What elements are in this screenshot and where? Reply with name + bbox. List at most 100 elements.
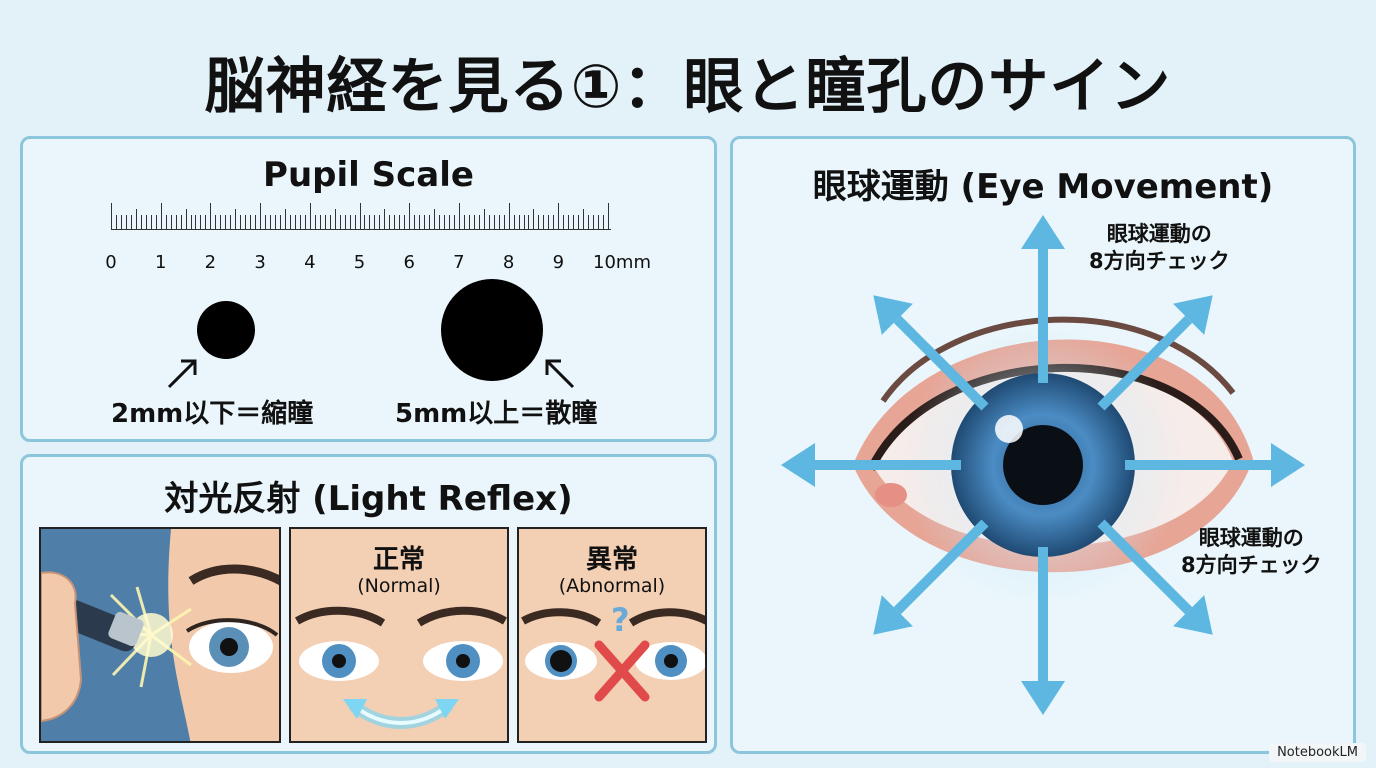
ruler-tick xyxy=(578,215,580,229)
eye-note-right: 眼球運動の 8方向チェック xyxy=(1181,525,1322,580)
ruler-tick xyxy=(195,215,197,229)
ruler-tick-label: 6 xyxy=(403,252,415,273)
ruler-tick xyxy=(598,215,600,229)
tear-duct xyxy=(875,483,907,507)
ruler-tick xyxy=(220,215,222,229)
penlight-scene xyxy=(39,527,281,743)
eye-movement-title: 眼球運動 (Eye Movement) xyxy=(812,167,1274,207)
ruler-tick xyxy=(225,215,227,229)
eye-note-top-line2: 8方向チェック xyxy=(1089,249,1230,274)
abnormal-subtitle: (Abnormal) xyxy=(558,575,666,597)
ruler-tick xyxy=(324,215,326,229)
ruler-tick xyxy=(205,215,207,229)
eye-movement-panel: 眼球運動 (Eye Movement) 眼球運動の 8方向チェック 眼 xyxy=(730,136,1356,754)
small-pupil-circle xyxy=(197,301,255,359)
ruler-tick xyxy=(364,215,366,229)
ruler-tick xyxy=(255,215,257,229)
ruler-tick xyxy=(473,215,475,229)
large-pupil-circle xyxy=(441,279,543,381)
ruler-tick xyxy=(528,215,530,229)
ruler-tick xyxy=(488,215,490,229)
ruler-tick xyxy=(379,215,381,229)
ruler-tick-label: 3 xyxy=(254,252,266,273)
ruler-tick xyxy=(111,203,112,229)
direction-arrow-head xyxy=(1173,595,1213,635)
direction-arrow-head xyxy=(1021,681,1065,715)
abnormal-reflex-scene: 異常 (Abnormal) ? xyxy=(517,527,707,743)
ruler-tick xyxy=(533,209,535,229)
ruler-tick xyxy=(518,215,520,229)
ruler-tick xyxy=(145,215,147,229)
ruler-tick xyxy=(215,215,217,229)
normal-subtitle: (Normal) xyxy=(357,575,441,597)
ruler-tick xyxy=(155,215,157,229)
ruler-tick xyxy=(548,215,550,229)
ruler-tick xyxy=(140,215,142,229)
eye-movement-illustration xyxy=(781,215,1305,715)
ruler-tick xyxy=(608,203,609,229)
ruler-tick xyxy=(125,215,127,229)
direction-arrow-head xyxy=(1021,215,1065,249)
ruler-tick xyxy=(180,215,182,229)
ruler-tick-label: 4 xyxy=(304,252,316,273)
normal-eyes-illustration xyxy=(294,606,507,729)
ruler-tick xyxy=(275,215,276,229)
ruler-tick xyxy=(374,215,376,229)
ruler-tick xyxy=(279,215,281,229)
ruler-tick xyxy=(344,215,346,229)
ruler-tick-label: 8 xyxy=(502,252,515,273)
ruler-tick-label: 2 xyxy=(204,252,217,273)
direction-arrows xyxy=(781,215,1305,715)
eye-note-right-line1: 眼球運動の xyxy=(1198,526,1304,550)
ruler-tick xyxy=(265,215,267,229)
ruler-tick xyxy=(115,215,117,229)
ruler-tick xyxy=(434,209,436,229)
ruler-tick xyxy=(483,209,485,229)
ruler-tick xyxy=(394,215,396,229)
ruler-tick-label: 5 xyxy=(353,252,366,273)
ruler-tick xyxy=(458,203,460,229)
ruler-tick xyxy=(294,215,296,229)
ruler-tick-label: 10mm xyxy=(593,252,651,273)
ruler-tick xyxy=(284,209,286,229)
ruler-tick xyxy=(384,209,386,229)
page-title: 脳神経を見る①：眼と瞳孔のサイン xyxy=(204,52,1172,122)
ruler-tick xyxy=(200,215,202,229)
ruler-tick xyxy=(593,215,595,229)
ruler-tick xyxy=(603,215,605,229)
direction-arrow-head xyxy=(873,295,913,335)
mydriasis-label: 5mm以上＝散瞳 xyxy=(395,399,598,429)
ruler-tick xyxy=(429,215,431,229)
abnormal-eyes-illustration xyxy=(521,608,705,702)
ruler-tick xyxy=(190,215,192,229)
direction-arrow-head xyxy=(781,443,815,487)
small-pupil-arrow xyxy=(167,359,197,389)
eye-note-top: 眼球運動の 8方向チェック xyxy=(1089,221,1230,276)
direction-arrow-head xyxy=(1173,295,1213,335)
ruler-tick xyxy=(170,215,172,229)
ruler-tick-label: 7 xyxy=(453,252,465,273)
ruler-tick xyxy=(304,215,306,229)
ruler-tick xyxy=(389,215,391,229)
ruler-tick xyxy=(210,203,212,229)
ruler-tick-label: 0 xyxy=(105,252,117,273)
ruler-tick xyxy=(160,203,162,229)
ruler-tick xyxy=(588,215,590,229)
direction-arrow-shaft xyxy=(1097,315,1193,411)
ruler-tick xyxy=(523,215,525,229)
light-reflex-title: 対光反射 (Light Reflex) xyxy=(164,479,573,519)
ruler-tick xyxy=(463,215,465,229)
penlight-illustration xyxy=(41,529,279,741)
ruler-tick xyxy=(568,215,570,229)
ruler-tick xyxy=(443,215,445,229)
miosis-label: 2mm以下＝縮瞳 xyxy=(111,399,314,429)
ruler-tick xyxy=(289,215,291,229)
direction-arrow-head xyxy=(873,595,913,635)
ruler-tick xyxy=(553,215,555,229)
ruler-baseline xyxy=(111,229,611,230)
ruler-tick xyxy=(260,203,262,229)
ruler-tick xyxy=(409,203,411,229)
ruler-tick xyxy=(404,215,406,229)
light-reflex-panel: 対光反射 (Light Reflex) 正常 xyxy=(20,454,717,754)
ruler-tick xyxy=(165,215,167,229)
